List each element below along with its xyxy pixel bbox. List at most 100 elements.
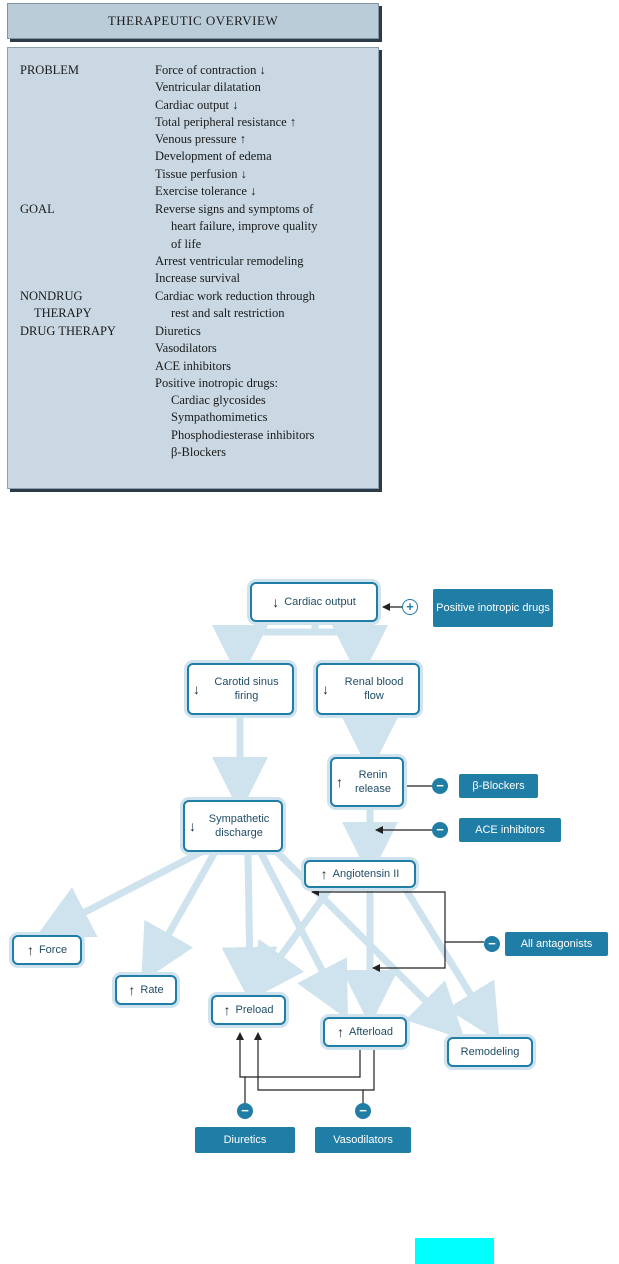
- nondrug-label-line1: NONDRUG: [20, 289, 83, 303]
- node-label: Force: [38, 944, 68, 956]
- flow-arrow-symp-rate: [141, 848, 219, 983]
- flow-arrow-co-renal: [311, 625, 388, 681]
- node-sympathetic-discharge: ↓ Sympathetic discharge: [183, 800, 283, 852]
- problem-item: Tissue perfusion ↓: [155, 166, 247, 181]
- problem-item: Exercise tolerance ↓: [155, 184, 257, 199]
- node-label: Preload: [235, 1004, 274, 1016]
- node-label: Rate: [140, 984, 164, 996]
- node-label: Afterload: [348, 1026, 394, 1038]
- nondrug-items: Cardiac work reduction through rest and …: [155, 288, 315, 323]
- flow-arrow-ang-preload: [248, 884, 334, 1001]
- drug-beta-blockers: β-Blockers: [459, 774, 538, 798]
- drug-item: Diuretics: [155, 324, 201, 338]
- arrow-down-icon: ↓: [189, 818, 196, 834]
- goal-item: Reverse signs and symptoms of: [155, 202, 314, 216]
- problem-label: PROBLEM: [20, 63, 80, 77]
- line-antagonists-bottom: [372, 942, 446, 972]
- highlight-marker: [415, 1238, 494, 1264]
- drug-label: Vasodilators: [333, 1134, 393, 1146]
- minus-icon: −: [237, 1103, 253, 1119]
- flow-arrows: [35, 616, 500, 1042]
- inhibition-lines: [236, 603, 484, 1103]
- drug-label: Positive inotropic drugs: [436, 602, 550, 614]
- node-rate: ↑ Rate: [115, 975, 177, 1005]
- arrow-up-icon: ↑: [223, 1002, 231, 1018]
- line-diuretics: [244, 1032, 364, 1103]
- drug-item: Phosphodiesterase inhibitors: [171, 427, 315, 442]
- node-cardiac-output: ↓ Cardiac output: [250, 582, 378, 622]
- node-preload: ↑ Preload: [211, 995, 286, 1025]
- drug-label: β-Blockers: [472, 780, 525, 792]
- drug-label: All antagonists: [520, 938, 593, 950]
- drug-item: ACE inhibitors: [155, 358, 232, 373]
- line-antagonists-top: [311, 888, 484, 943]
- node-label: Angiotensin II: [332, 868, 400, 880]
- node-label: Carotid sinus firing: [214, 676, 279, 702]
- drug-ace-inhibitors: ACE inhibitors: [459, 818, 561, 842]
- arrow-down-icon: ↓: [322, 681, 329, 697]
- node-remodeling: Remodeling: [447, 1037, 533, 1067]
- line-diuretics-preload: [236, 1032, 245, 1078]
- flow-arrow-symp-force: [35, 846, 209, 938]
- node-carotid-sinus-firing: ↓ Carotid sinus firing: [187, 663, 294, 715]
- drug-diuretics: Diuretics: [195, 1127, 295, 1153]
- overview-title-text: THERAPEUTIC OVERVIEW: [107, 13, 279, 28]
- node-renin-release: ↑ Renin release: [330, 757, 404, 807]
- minus-icon: −: [355, 1103, 371, 1119]
- minus-icon: −: [432, 778, 448, 794]
- node-afterload: ↑ Afterload: [323, 1017, 407, 1047]
- goal-label: GOAL: [20, 202, 55, 216]
- goal-item: of life: [171, 236, 202, 251]
- arrow-down-icon: ↓: [193, 681, 200, 697]
- node-label: Remodeling: [460, 1046, 520, 1058]
- drug-item: Sympathomimetics: [171, 410, 268, 425]
- goal-item: Increase survival: [155, 271, 241, 286]
- node-renal-blood-flow: ↓ Renal blood flow: [316, 663, 420, 715]
- heart-failure-diagram: ↓ Cardiac output ↓ Carotid sinus firing …: [0, 550, 619, 1170]
- goal-item: heart failure, improve quality: [171, 219, 318, 234]
- arrow-up-icon: ↑: [26, 942, 34, 958]
- problem-item: Ventricular dilatation: [155, 80, 261, 95]
- node-label: Sympathetic discharge: [208, 813, 270, 839]
- arrow-down-icon: ↓: [272, 594, 280, 610]
- problem-item: Cardiac output ↓: [155, 97, 239, 112]
- nondrug-item: rest and salt restriction: [171, 306, 285, 321]
- drug-all-antagonists: All antagonists: [505, 932, 608, 956]
- arrow-up-icon: ↑: [320, 866, 328, 882]
- drug-label: ACE inhibitors: [475, 824, 545, 836]
- arrow-up-icon: ↑: [336, 1024, 344, 1040]
- drug-item: Positive inotropic drugs:: [155, 375, 278, 390]
- line-vasodilators-afterload: [363, 1032, 378, 1091]
- drug-label: DRUG THERAPY: [20, 324, 116, 338]
- goal-items: Reverse signs and symptoms of heart fail…: [155, 201, 317, 287]
- arrow-up-icon: ↑: [128, 982, 136, 998]
- drug-item: β-Blockers: [171, 445, 226, 460]
- flow-connectors: [35, 603, 500, 1103]
- problem-item: Venous pressure ↑: [155, 132, 246, 147]
- overview-table: PROBLEM Force of contraction ↓ Ventricul…: [7, 47, 379, 489]
- node-label: Renin release: [354, 769, 392, 795]
- node-force: ↑ Force: [12, 935, 82, 965]
- nondrug-label-line2: THERAPY: [34, 306, 92, 320]
- flow-arrow-co-carotid: [212, 616, 319, 681]
- node-angiotensin-ii: ↑ Angiotensin II: [304, 860, 416, 888]
- nondrug-label: NONDRUG THERAPY: [20, 288, 92, 322]
- line-vasodilators-preload: [254, 1032, 364, 1103]
- drug-items: Diuretics Vasodilators ACE inhibitors Po…: [155, 323, 314, 461]
- problem-item: Force of contraction ↓: [155, 63, 266, 77]
- drug-label: Diuretics: [223, 1134, 267, 1146]
- goal-item: Arrest ventricular remodeling: [155, 253, 304, 268]
- minus-icon: −: [432, 822, 448, 838]
- drug-positive-inotropic: Positive inotropic drugs: [433, 589, 553, 627]
- problem-item: Development of edema: [155, 149, 272, 164]
- problem-items: Force of contraction ↓ Ventricular dilat…: [155, 62, 296, 200]
- arrow-up-icon: ↑: [336, 774, 343, 790]
- overview-title: THERAPEUTIC OVERVIEW: [7, 3, 379, 39]
- problem-item: Total peripheral resistance ↑: [155, 114, 297, 129]
- node-label: Renal blood flow: [344, 676, 404, 702]
- minus-icon: −: [484, 936, 500, 952]
- drug-vasodilators: Vasodilators: [315, 1127, 411, 1153]
- plus-icon: +: [402, 599, 418, 615]
- node-label: Cardiac output: [284, 596, 356, 608]
- flow-arrow-symp-remodeling: [271, 846, 465, 1040]
